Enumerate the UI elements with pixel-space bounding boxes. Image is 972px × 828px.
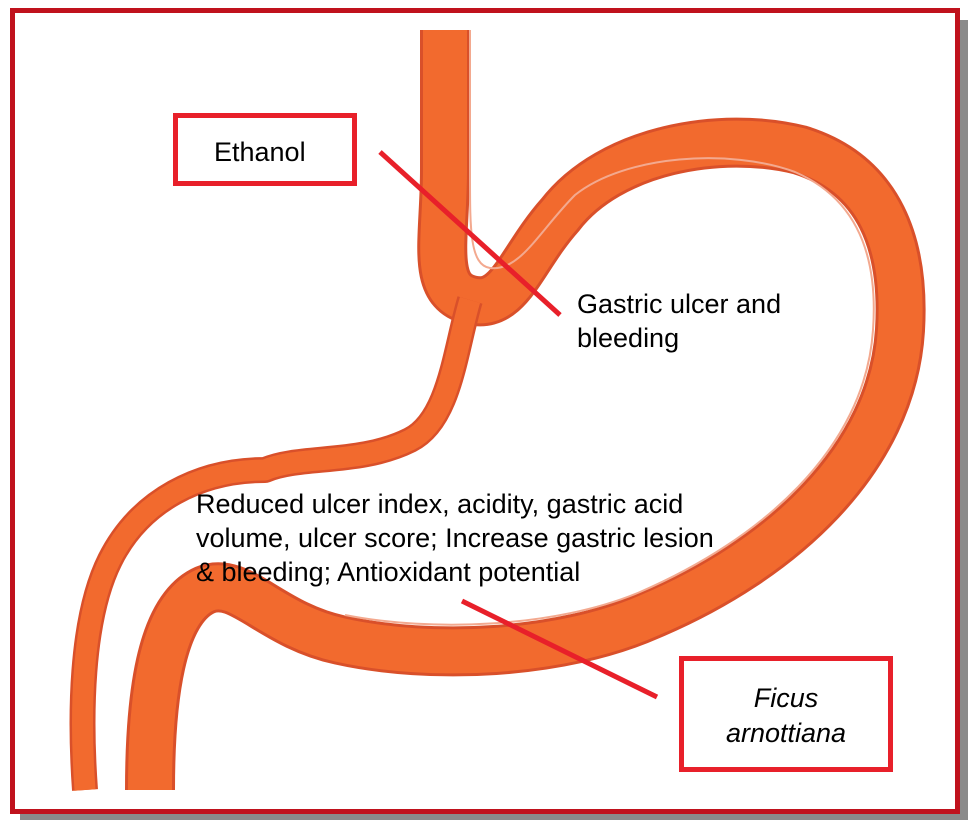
ethanol-label: Ethanol — [214, 137, 306, 167]
effects-label: Reduced ulcer index, acidity, gastric ac… — [196, 487, 776, 589]
ficus-line-2: arnottiana — [725, 718, 847, 748]
gastric-ulcer-line-1: Gastric ulcer and — [577, 289, 782, 319]
lesser-curvature-fill — [72, 296, 481, 791]
effects-line-3: & bleeding; Antioxidant potential — [196, 557, 581, 587]
gastric-ulcer-line-2: bleeding — [577, 323, 680, 353]
ethanol-connector — [378, 150, 562, 317]
ethanol-box: Ethanol — [173, 113, 357, 186]
ficus-line-1: Ficus — [753, 683, 819, 713]
effects-line-1: Reduced ulcer index, acidity, gastric ac… — [196, 489, 684, 519]
effects-line-2: volume, ulcer score; Increase gastric le… — [196, 523, 714, 553]
ficus-connector — [460, 598, 659, 700]
ficus-label: Ficus arnottiana — [684, 681, 888, 751]
gastric-ulcer-label: Gastric ulcer and bleeding — [577, 287, 837, 355]
ficus-box: Ficus arnottiana — [679, 656, 893, 772]
